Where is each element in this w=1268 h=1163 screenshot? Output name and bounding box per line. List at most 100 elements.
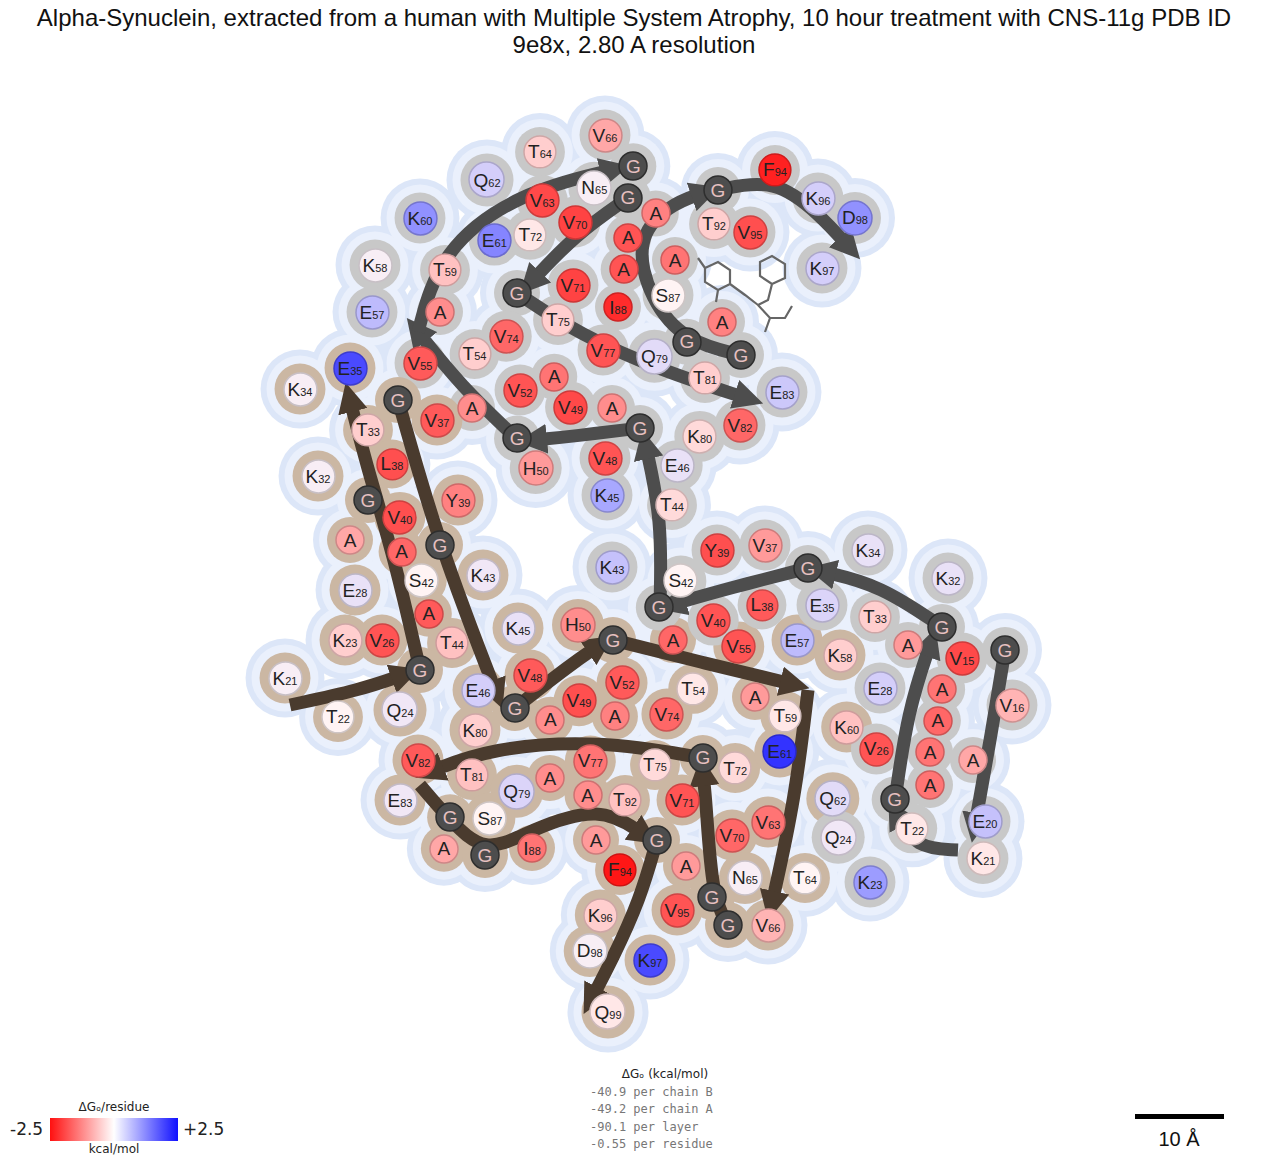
residue-disc [614, 224, 642, 252]
residue-letter: A [680, 857, 693, 876]
residue-circle: E35 [805, 588, 840, 623]
residue-disc [852, 534, 885, 567]
residue-number: 26 [877, 746, 889, 757]
residue-circle: V55 [403, 346, 438, 381]
residue-number: 79 [518, 789, 530, 800]
residue-label: K96 [806, 189, 831, 208]
residue-label: T81 [693, 368, 717, 387]
residue-disc [459, 338, 491, 370]
residue-letter: D [577, 941, 591, 960]
residue-circle: A [641, 198, 671, 228]
residue-label: A [590, 831, 603, 850]
residue-letter: S [668, 571, 681, 590]
solvent-halo [246, 96, 1052, 1053]
residue-letter: Q [594, 1003, 609, 1022]
region-disc [375, 775, 426, 826]
residue-disc [734, 216, 767, 249]
residue-letter: G [695, 748, 710, 767]
residue-label: V15 [950, 649, 975, 668]
residue-circle: Q62 [468, 161, 505, 198]
residue-label: V66 [593, 126, 618, 145]
residue-circle: V70 [558, 205, 593, 240]
residue-letter: V [567, 691, 580, 710]
residue-disc [637, 339, 672, 374]
region-disc [373, 683, 426, 736]
residue-disc [540, 363, 568, 391]
residue-disc [604, 854, 636, 886]
residue-label: K23 [858, 873, 883, 892]
residue-letter: G [361, 491, 376, 510]
residue-letter: K [834, 718, 847, 737]
residue-disc [352, 414, 384, 446]
residue-label: V70 [720, 826, 745, 845]
residue-circle: S87 [651, 278, 686, 313]
residue-label: Q79 [503, 782, 530, 801]
residue-label: G [478, 846, 493, 865]
residue-letter: Q [503, 782, 518, 801]
residue-circle: T59 [428, 253, 462, 287]
residue-number: 80 [475, 728, 487, 739]
region-disc [907, 729, 953, 775]
residue-circle: E35 [333, 351, 368, 386]
residue-label: K96 [588, 906, 613, 925]
residue-letter: V [738, 223, 751, 242]
residue-circle: T75 [541, 303, 575, 337]
residue-letter: T [326, 707, 338, 726]
residue-disc [429, 254, 461, 286]
residue-letter: F [763, 160, 775, 179]
residue-label: A [548, 367, 561, 386]
residue-circle: V77 [586, 333, 621, 368]
residue-letter: G [443, 808, 458, 827]
residue-label: V63 [756, 813, 781, 832]
residue-letter: A [667, 631, 680, 650]
residue-letter: V [670, 791, 683, 810]
region-disc [815, 630, 866, 681]
residue-disc [815, 781, 850, 816]
glycine-residue: G [470, 840, 500, 870]
region-disc [347, 287, 398, 338]
residue-letter: V [950, 649, 963, 668]
residue-number: 23 [870, 880, 882, 891]
residue-circle: V74 [649, 697, 684, 732]
residue-letter: G [633, 419, 648, 438]
residue-label: E57 [360, 303, 385, 322]
residue-circle: K43 [595, 550, 630, 585]
residue-number: 71 [573, 283, 585, 294]
residue-letter: H [523, 459, 537, 478]
residue-letter: T [546, 310, 558, 329]
residue-letter: G [626, 157, 641, 176]
residue-letter: V [756, 916, 769, 935]
residue-disc [442, 484, 475, 517]
residue-circle: A [414, 599, 444, 629]
residue-circle: D98 [572, 933, 608, 969]
residue-disc [524, 136, 556, 168]
residue-label: V55 [408, 354, 433, 373]
residue-label: K43 [600, 558, 625, 577]
residue-letter: T [518, 225, 530, 244]
residue-number: 70 [575, 220, 587, 231]
residue-disc [661, 449, 694, 482]
residue-letter: A [606, 399, 619, 418]
residue-circle: T75 [638, 748, 672, 782]
residue-letter: A [590, 831, 603, 850]
residue-circle: A [573, 780, 603, 810]
residue-circle: K60 [403, 201, 438, 236]
residue-letter: E [770, 383, 783, 402]
residue-circle: E46 [660, 448, 695, 483]
residue-circle: I88 [603, 292, 633, 322]
residue-label: A [581, 786, 594, 805]
residue-label: S42 [668, 571, 693, 590]
residue-label: Q24 [386, 701, 413, 720]
residue-circle: K45 [501, 611, 536, 646]
residue-label: V71 [561, 276, 586, 295]
residue-disc [609, 784, 641, 816]
residue-disc [639, 749, 671, 781]
residue-disc [490, 320, 523, 353]
residue-disc [698, 208, 730, 240]
region-disc [330, 565, 381, 616]
residue-circle: K97 [805, 251, 840, 286]
residue-circle: K23 [853, 865, 888, 900]
residue-number: 79 [656, 354, 668, 365]
residue-disc [794, 554, 822, 582]
residue-circle: V37 [748, 528, 783, 563]
